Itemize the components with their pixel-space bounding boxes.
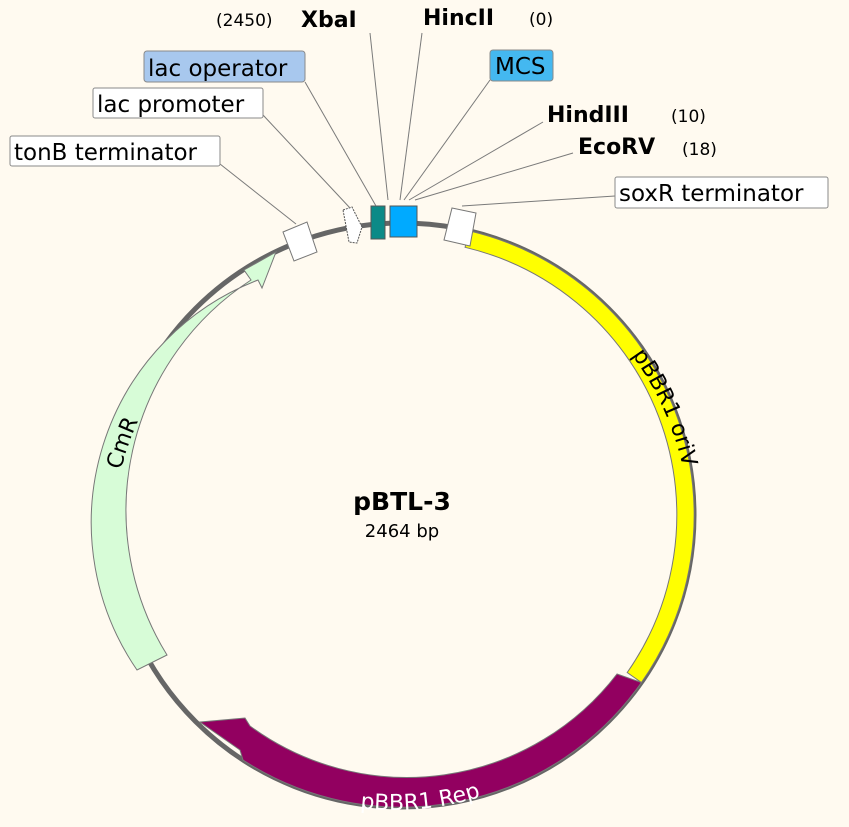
feature-pbbr1-rep[interactable] [198,673,643,808]
leader-line-mcs [403,79,491,201]
leader-line-lac-promoter [262,114,351,209]
label-box-lac-promoter [92,87,264,119]
feature-lac-operator[interactable] [370,205,386,240]
site-name-ecorv[interactable]: EcoRV [578,135,655,160]
site-position-xbai: (2450) [216,11,273,31]
label-box-mcs [489,49,554,82]
feature-lac-promoter[interactable] [342,206,363,244]
leader-line-soxr [461,195,616,207]
leader-line-lac-operator [304,81,377,207]
feature-pbbr1-oriv[interactable] [464,230,695,684]
feature-tonb-terminator[interactable] [282,221,318,262]
feature-cmr[interactable] [90,250,277,671]
site-position-hindiii: (10) [671,107,706,127]
label-box-tonb-terminator [9,135,221,167]
site-position-ecorv: (18) [682,140,717,160]
site-name-xbai[interactable]: XbaI [301,8,357,33]
plasmid-size: 2464 bp [365,521,439,542]
label-box-lac-operator [143,50,306,83]
label-tonb-terminator[interactable]: tonB terminator [14,140,198,166]
site-name-hincii[interactable]: HincII [423,6,494,31]
plasmid-name: pBTL-3 [353,487,451,516]
feature-label-pbbr1-oriv: pBBR1 oriV [627,344,701,469]
site-name-hindiii[interactable]: HindIII [547,103,629,128]
label-box-soxr-terminator [614,176,829,209]
leader-line-ecorv [414,152,574,201]
site-position-hincii: (0) [529,10,553,30]
label-soxr-terminator[interactable]: soxR terminator [619,181,804,207]
label-lac-operator[interactable]: lac operator [148,56,288,82]
leader-lines [219,32,616,225]
leader-line-xbai [369,32,389,201]
leader-line-hindiii [408,121,544,201]
label-mcs[interactable]: MCS [495,54,546,80]
feature-soxr-terminator[interactable] [443,207,477,247]
leader-line-tonb [219,163,297,225]
feature-mcs[interactable] [389,205,418,238]
leader-line-hincii [399,32,423,201]
label-lac-promoter[interactable]: lac promoter [97,92,245,118]
